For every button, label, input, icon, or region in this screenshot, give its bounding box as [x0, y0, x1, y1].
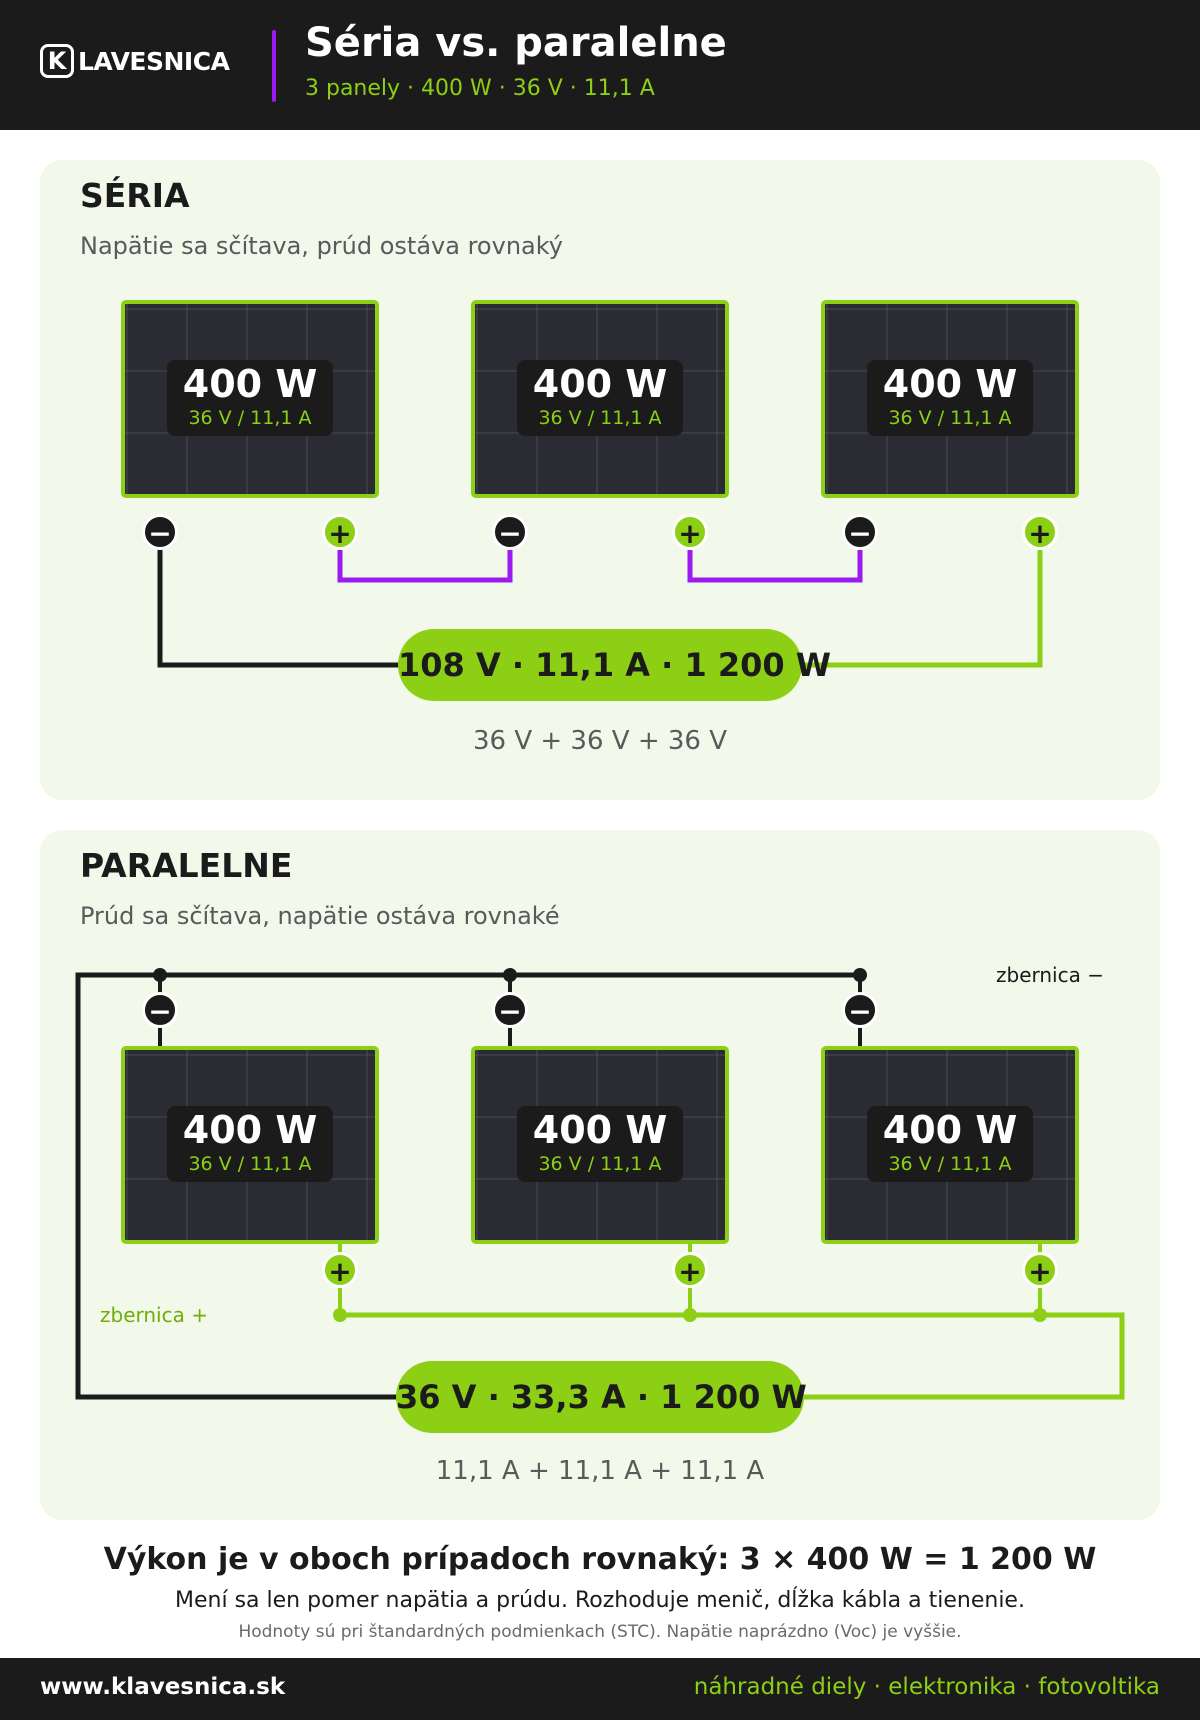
panel-wattage: 400 W: [882, 1108, 1018, 1152]
panel-wattage: 400 W: [182, 1108, 318, 1152]
panel-spec: 36 V / 11,1 A: [538, 407, 662, 429]
series-terminal-neg-2: −: [492, 514, 528, 550]
logo-mark: K: [40, 44, 74, 78]
panel-wattage: 400 W: [882, 362, 1018, 406]
series-terminal-pos-3: +: [1022, 514, 1058, 550]
series-result-pill: 108 V · 11,1 A · 1 200 W: [398, 629, 831, 701]
logo[interactable]: K LAVESNICA: [40, 44, 230, 78]
panel-label: 400 W 36 V / 11,1 A: [517, 360, 683, 436]
series-jumper-1: [337, 550, 513, 583]
series-subtitle: Napätie sa sčítava, prúd ostáva rovnaký: [80, 232, 563, 260]
panel-label: 400 W 36 V / 11,1 A: [517, 1106, 683, 1182]
series-title: SÉRIA: [80, 176, 190, 215]
bus-negative-label: zbernica −: [996, 963, 1104, 987]
panel-spec: 36 V / 11,1 A: [188, 1153, 312, 1175]
logo-text: LAVESNICA: [78, 46, 230, 76]
parallel-result-pill: 36 V · 33,3 A · 1 200 W: [396, 1361, 807, 1433]
series-negative-lead: [157, 550, 400, 668]
series-positive-lead: [800, 550, 1043, 668]
page-title: Séria vs. paralelne: [305, 20, 727, 66]
series-panel-2: 400 W 36 V / 11,1 A: [471, 300, 729, 498]
panel-spec: 36 V / 11,1 A: [538, 1153, 662, 1175]
parallel-pos-node-2: [683, 1308, 697, 1322]
parallel-neg-node-1: [153, 968, 167, 982]
series-terminal-neg-3: −: [842, 514, 878, 550]
panel-spec: 36 V / 11,1 A: [888, 1153, 1012, 1175]
panel-wattage: 400 W: [182, 362, 318, 406]
header: K LAVESNICA Séria vs. paralelne 3 panely…: [0, 0, 1200, 130]
summary-title: Výkon je v oboch prípadoch rovnaký: 3 × …: [103, 1542, 1097, 1577]
panel-label: 400 W 36 V / 11,1 A: [167, 1106, 333, 1182]
parallel-terminal-neg-3: −: [842, 992, 878, 1028]
panel-label: 400 W 36 V / 11,1 A: [867, 360, 1033, 436]
parallel-terminal-pos-3: +: [1022, 1252, 1058, 1288]
parallel-neg-node-3: [853, 968, 867, 982]
parallel-terminal-pos-1: +: [322, 1252, 358, 1288]
panel-wattage: 400 W: [532, 362, 668, 406]
panel-spec: 36 V / 11,1 A: [888, 407, 1012, 429]
parallel-panel-1: 400 W 36 V / 11,1 A: [121, 1046, 379, 1244]
parallel-pos-node-1: [333, 1308, 347, 1322]
series-terminal-pos-1: +: [322, 514, 358, 550]
summary-note: Hodnoty sú pri štandardných podmienkach …: [238, 1622, 962, 1642]
parallel-positive-bus: [340, 1312, 1125, 1400]
panel-label: 400 W 36 V / 11,1 A: [167, 360, 333, 436]
parallel-subtitle: Prúd sa sčítava, napätie ostáva rovnaké: [80, 902, 560, 930]
bus-positive-label: zbernica +: [100, 1303, 208, 1327]
header-divider: [272, 30, 276, 102]
series-jumper-2: [687, 550, 863, 583]
parallel-panel-2: 400 W 36 V / 11,1 A: [471, 1046, 729, 1244]
parallel-terminal-neg-2: −: [492, 992, 528, 1028]
parallel-neg-node-2: [503, 968, 517, 982]
parallel-title: PARALELNE: [80, 846, 293, 885]
panel-wattage: 400 W: [532, 1108, 668, 1152]
series-panel-1: 400 W 36 V / 11,1 A: [121, 300, 379, 498]
series-terminal-neg-1: −: [142, 514, 178, 550]
parallel-negative-bus: [75, 972, 860, 1400]
parallel-formula: 11,1 A + 11,1 A + 11,1 A: [435, 1456, 765, 1486]
parallel-pos-node-3: [1033, 1308, 1047, 1322]
page-subtitle: 3 panely · 400 W · 36 V · 11,1 A: [305, 76, 655, 101]
footer-tagline: náhradné diely · elektronika · fotovolti…: [693, 1674, 1160, 1700]
panel-label: 400 W 36 V / 11,1 A: [867, 1106, 1033, 1182]
parallel-terminal-pos-2: +: [672, 1252, 708, 1288]
series-terminal-pos-2: +: [672, 514, 708, 550]
parallel-panel-3: 400 W 36 V / 11,1 A: [821, 1046, 1079, 1244]
series-panel-3: 400 W 36 V / 11,1 A: [821, 300, 1079, 498]
footer-url-link[interactable]: www.klavesnica.sk: [40, 1674, 286, 1700]
parallel-terminal-neg-1: −: [142, 992, 178, 1028]
panel-spec: 36 V / 11,1 A: [188, 407, 312, 429]
summary-subtitle: Mení sa len pomer napätia a prúdu. Rozho…: [175, 1588, 1025, 1613]
series-formula: 36 V + 36 V + 36 V: [472, 726, 728, 756]
footer: www.klavesnica.sk náhradné diely · elekt…: [0, 1658, 1200, 1720]
